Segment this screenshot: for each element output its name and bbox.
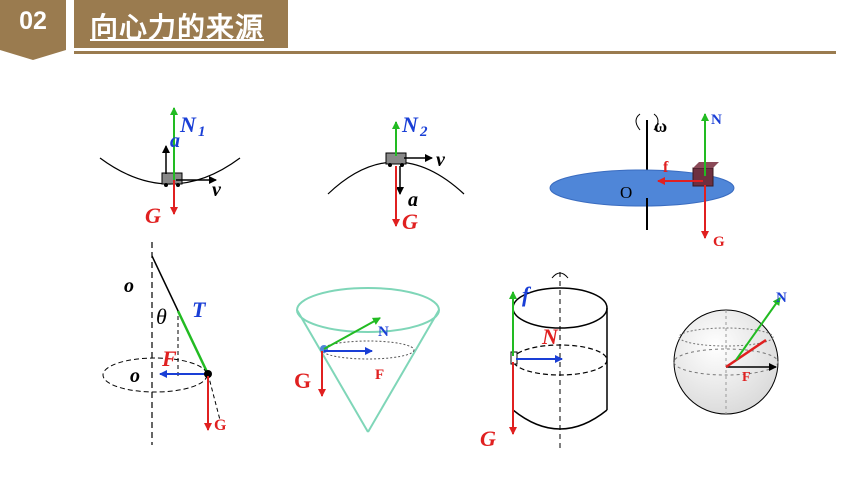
label-N1-sub: 1 xyxy=(198,124,206,140)
dashed-extension-4 xyxy=(207,373,221,421)
label-N2-sub: 2 xyxy=(419,124,428,140)
sphere-equator xyxy=(673,348,779,376)
label-omega: ω xyxy=(654,116,667,136)
figure-cone: N G F xyxy=(294,287,440,433)
cylinder-orbit xyxy=(512,344,608,376)
label-G-1: G xyxy=(145,203,161,228)
label-F-7: F xyxy=(742,370,751,385)
block-on-disc xyxy=(692,167,714,187)
label-F-4: F xyxy=(161,346,177,371)
label-N-3: N xyxy=(711,112,722,128)
label-v-2: v xyxy=(436,149,446,171)
label-o-center: o xyxy=(130,365,140,387)
figure-conical-pendulum: o θ T o F G xyxy=(102,242,227,445)
pendulum-bob xyxy=(204,370,212,378)
label-N1: N xyxy=(179,112,197,137)
figure-concave-road: N 1 a v G xyxy=(99,107,241,228)
label-G-5: G xyxy=(294,368,311,393)
header-underline xyxy=(74,51,836,54)
label-G-3: G xyxy=(713,234,725,250)
label-T: T xyxy=(192,297,207,322)
label-a-1: a xyxy=(170,130,180,152)
title-banner: 向心力的来源 xyxy=(74,0,288,48)
label-G-2: G xyxy=(402,209,418,234)
section-number: 02 xyxy=(19,7,47,35)
label-N-6: N xyxy=(541,324,559,349)
cone-left-edge xyxy=(296,309,369,433)
force-arrow-7 xyxy=(725,338,767,369)
sphere xyxy=(673,309,779,415)
label-f-3: f xyxy=(663,159,669,176)
normal-force-arrow-7 xyxy=(735,297,781,361)
page-title: 向心力的来源 xyxy=(90,11,265,44)
label-O-3: O xyxy=(620,183,632,202)
rotation-indicator xyxy=(635,113,659,131)
label-f-6: f xyxy=(522,282,532,307)
figure-rotating-disc: ω N f O G xyxy=(549,112,735,250)
label-N2: N xyxy=(401,112,419,137)
label-F-5: F xyxy=(375,367,384,383)
label-v-1: v xyxy=(212,179,222,201)
cylinder-rotation-indicator xyxy=(551,272,569,279)
cylinder-bottom xyxy=(512,409,608,430)
label-N-7: N xyxy=(776,290,787,306)
label-a-2: a xyxy=(408,189,418,211)
figure-sphere: N F xyxy=(673,290,787,415)
normal-force-arrow-5 xyxy=(323,317,381,350)
label-o-top: o xyxy=(124,275,134,297)
car-1 xyxy=(161,172,183,185)
figure-convex-road: N 2 v a G xyxy=(327,112,465,234)
section-number-badge: 02 xyxy=(0,0,72,60)
badge-shape xyxy=(0,0,66,60)
cone-right-edge xyxy=(367,309,440,433)
figure-cylinder: f N G xyxy=(480,272,608,451)
label-G-4: G xyxy=(214,417,227,434)
label-G-6: G xyxy=(480,426,496,451)
rotating-disc xyxy=(549,169,735,207)
tension-arrow xyxy=(176,310,210,375)
label-N-5: N xyxy=(378,324,389,340)
label-theta: θ xyxy=(156,304,167,329)
